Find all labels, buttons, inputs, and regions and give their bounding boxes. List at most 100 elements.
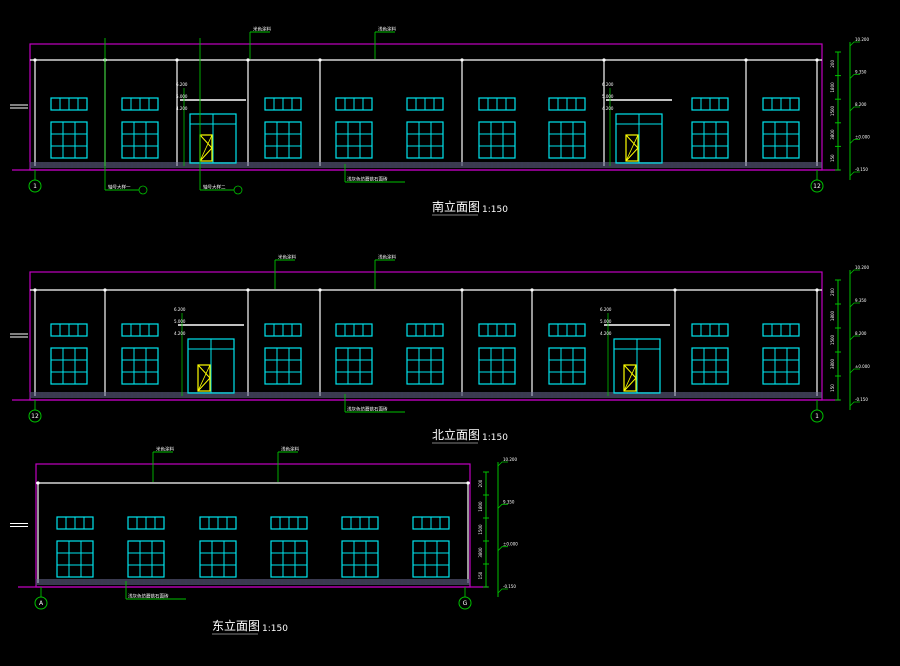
dimension-value: 150 [830,154,835,162]
axis-left: 1 [33,183,37,190]
elevation-scale: 1:150 [482,433,508,443]
axis-right: 12 [813,183,821,190]
level-symbol [497,503,508,509]
level-mark: -0.150 [855,167,868,172]
window-frame [406,121,444,159]
level-symbol [849,368,860,374]
door-swing [623,364,637,392]
column-cap [815,288,819,292]
base-note: 浅灰色仿蘑菇石面砖 [128,593,169,600]
level-mark: 9.350 [855,298,867,303]
axis-left: A [39,600,44,607]
door-dim-value: 4.200 [602,106,614,111]
window-frame [406,347,444,385]
axis-left-circle [28,409,42,423]
column-cap [246,288,250,292]
level-symbol [849,106,860,112]
level-symbol [849,302,860,308]
dimension-value: 3800 [478,547,483,558]
window-frame [762,347,800,385]
window-frame [478,121,516,159]
dimension-value: 3800 [830,129,835,140]
level-mark: 9.350 [855,70,867,75]
elevation-south: 6.2005.0004.2006.2005.0004.200米色涂料浅色涂料浅灰… [10,26,870,216]
roof-note: 米色涂料 [253,26,271,33]
window-frame [56,540,94,578]
door-swing [197,364,211,392]
column-cap [530,288,534,292]
door-dim-value: 5.000 [600,319,612,324]
dimension-value: 1800 [830,310,835,321]
level-symbol [849,74,860,79]
window-frame [121,121,159,159]
window-frame [199,540,237,578]
window-frame [50,121,88,159]
level-symbol [849,401,860,407]
level-mark: ±0.000 [503,542,518,547]
window-frame [127,540,165,578]
door-dim-value: 5.000 [602,94,614,99]
axis-right: 1 [815,413,819,420]
door-dim-value: 4.200 [174,331,186,336]
door-dim-value: 4.200 [600,331,612,336]
level-symbol [497,588,508,594]
level-mark: ±0.000 [855,364,870,369]
level-mark: 8.200 [855,331,867,336]
window-frame [762,121,800,159]
column-cap [460,58,464,62]
level-mark: 9.350 [503,499,515,504]
elevation-title: 南立面图 [432,199,480,214]
dimension-value: 1800 [830,82,835,93]
axis-right-circle [810,179,824,193]
door-dim-value: 6.200 [174,307,186,312]
ground-note: 轴号大样二 [203,184,226,191]
ground-note: 轴号大样一 [108,184,131,191]
level-mark: ±0.000 [855,135,870,140]
level-mark: 10.200 [503,457,517,462]
dimension-value: 3800 [830,358,835,369]
column-cap [815,58,819,62]
elevation-title: 东立面图 [212,618,260,633]
window-frame [548,121,586,159]
window-frame [691,347,729,385]
level-symbol [849,41,860,47]
door-dim-value: 5.000 [176,94,188,99]
window-frame [478,347,516,385]
level-symbol [849,335,860,341]
column-cap [318,288,322,292]
axis-left-circle [34,596,48,610]
window-frame [412,540,450,578]
column-cap [460,288,464,292]
dimension-value: 200 [478,479,483,487]
column-cap [33,58,37,62]
window-frame [264,121,302,159]
level-mark: 10.200 [855,265,869,270]
level-mark: 10.200 [855,37,869,42]
column-cap [466,481,470,485]
column-cap [602,58,606,62]
door-swing [197,364,211,392]
window-frame [121,347,159,385]
door-dim-value: 4.200 [176,106,188,111]
dimension-value: 200 [830,60,835,68]
roof-note: 米色涂料 [278,254,296,261]
door-swing [199,134,213,162]
level-mark: -0.150 [855,397,868,402]
elevation-north: 6.2005.0004.2006.2005.0004.200米色涂料浅色涂料浅灰… [10,254,870,444]
plinth-band [36,579,470,585]
door-dim-value: 6.200 [602,82,614,87]
roof-note: 浅色涂料 [281,446,299,453]
dimension-value: 1500 [830,334,835,345]
window-frame [335,347,373,385]
window-frame [270,540,308,578]
level-symbol [849,269,860,275]
dimension-value: 1500 [830,105,835,116]
window-frame [548,347,586,385]
door-swing [199,134,213,162]
detail-bubble [233,185,243,195]
roof-note: 浅色涂料 [378,254,396,261]
elevation-scale: 1:150 [262,624,288,634]
